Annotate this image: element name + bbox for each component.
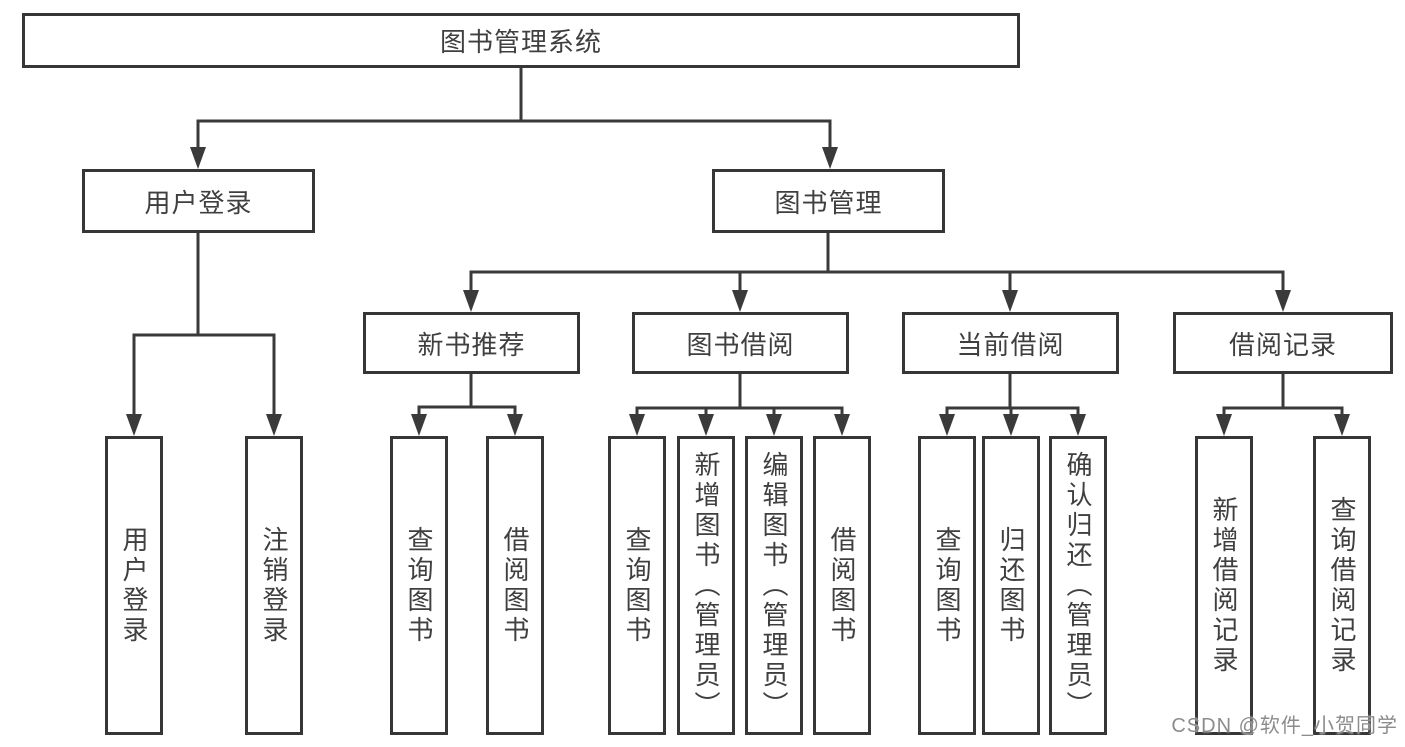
node-leaf-query-books-current: 查询图书 [918,436,976,735]
arrowhead [629,414,645,436]
node-book-management: 图书管理 [712,169,945,233]
node-label: 当前借阅 [956,329,1065,360]
node-label: 查询借阅记录 [1327,495,1357,676]
node-leaf-return-book: 归还图书 [982,436,1040,735]
node-borrowing-records: 借阅记录 [1173,312,1393,374]
arrowhead [463,290,479,312]
watermark: CSDN @软件_小贺同学 [1171,715,1398,737]
arrowhead [1275,290,1291,312]
node-label: 归还图书 [996,525,1026,646]
arrowhead [766,414,782,436]
arrowhead [1334,414,1350,436]
connector-paths [132,66,1344,419]
arrowhead [1003,414,1019,436]
node-label: 新书推荐 [417,329,526,360]
node-label: 用户登录 [119,525,149,646]
node-label: 借阅记录 [1228,329,1337,360]
node-root: 图书管理系统 [22,13,1020,68]
node-leaf-confirm-return-admin: 确认归还（管理员） [1049,436,1107,735]
node-leaf-borrow-books: 借阅图书 [813,436,871,735]
node-label: 编辑图书（管理员） [759,450,789,721]
node-leaf-add-book-admin: 新增图书（管理员） [677,436,735,735]
node-label: 新增图书（管理员） [691,450,721,721]
node-label: 图书管理系统 [439,27,602,57]
node-leaf-borrow-books-recommend: 借阅图书 [486,436,544,735]
arrowhead [266,414,282,436]
node-leaf-query-books-recommend: 查询图书 [390,436,448,735]
node-label: 查询图书 [932,525,962,646]
arrowhead [507,414,523,436]
node-label: 图书管理 [774,187,883,218]
node-current-borrowing: 当前借阅 [902,312,1119,374]
arrowhead [126,414,142,436]
node-leaf-add-borrow-record: 新增借阅记录 [1195,436,1253,735]
arrowhead [1002,290,1018,312]
node-label: 借阅图书 [827,525,857,646]
node-label: 确认归还（管理员） [1063,450,1093,721]
node-book-borrowing: 图书借阅 [632,312,849,374]
arrowhead [834,414,850,436]
node-new-book-recommend: 新书推荐 [363,312,580,374]
arrowhead [732,290,748,312]
node-label: 新增借阅记录 [1209,495,1239,676]
node-label: 借阅图书 [500,525,530,646]
arrowhead [939,414,955,436]
node-label: 查询图书 [404,525,434,646]
arrowhead [1070,414,1086,436]
arrowhead [698,414,714,436]
node-label: 注销登录 [259,525,289,646]
node-leaf-logout: 注销登录 [245,436,303,735]
arrowhead [190,147,206,169]
node-leaf-user-login: 用户登录 [105,436,163,735]
node-leaf-edit-book-admin: 编辑图书（管理员） [745,436,803,735]
node-label: 用户登录 [144,187,253,218]
node-leaf-query-books-borrow: 查询图书 [608,436,666,735]
node-label: 查询图书 [622,525,652,646]
node-label: 图书借阅 [686,329,795,360]
arrowheads [126,147,1350,436]
node-leaf-query-borrow-record: 查询借阅记录 [1313,436,1371,735]
arrowhead [822,147,838,169]
arrowhead [1216,414,1232,436]
arrowhead [411,414,427,436]
node-user-login: 用户登录 [82,169,315,233]
